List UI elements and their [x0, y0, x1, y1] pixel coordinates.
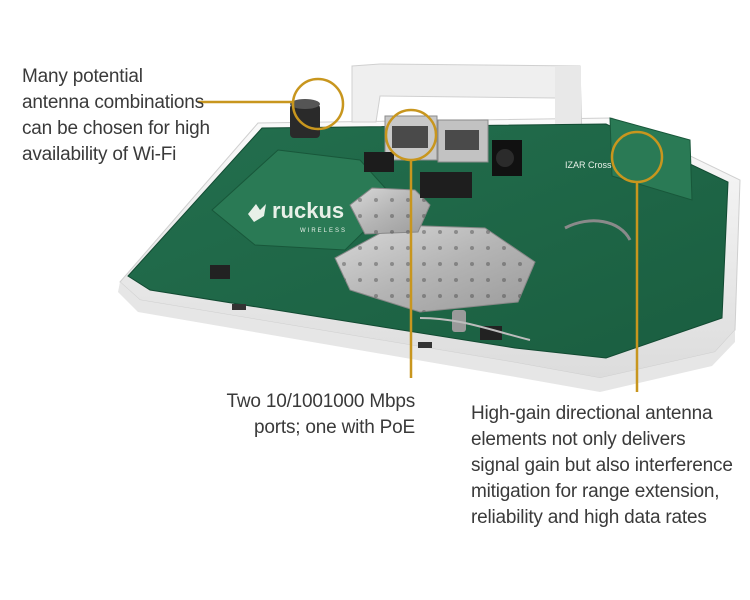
callout-line: reliability and high data rates	[471, 507, 707, 528]
brand-logo: ruckus	[272, 198, 344, 223]
dog-logo-icon	[248, 204, 266, 222]
chip-1	[364, 152, 394, 172]
callout-directional-antenna: High-gain directional antenna elements n…	[471, 401, 733, 531]
callout-annotations	[198, 77, 664, 392]
callout-line: Two 10/1001000 Mbps	[226, 391, 416, 412]
power-jack-socket	[496, 149, 514, 167]
chip-2	[420, 172, 472, 198]
casing-slot-2	[418, 342, 432, 348]
callout-circle-antennas	[291, 77, 345, 131]
callout-line: antenna combinations	[22, 92, 204, 113]
callout-line: signal gain but also interference	[471, 455, 733, 476]
ethernet-port-2-opening	[445, 130, 479, 150]
brand-logo-subtext: WIRELESS	[300, 228, 347, 234]
callout-line: can be chosen for high	[22, 118, 210, 139]
callout-line: availability of Wi-Fi	[22, 144, 177, 165]
callout-antenna-combinations: Many potential antenna combinations can …	[22, 64, 210, 168]
callout-line: ports; one with PoE	[254, 417, 415, 438]
header-pins-left	[210, 265, 502, 340]
callout-line: elements not only delivers	[471, 429, 686, 450]
callout-line: mitigation for range extension,	[471, 481, 720, 502]
ethernet-port-1-opening	[392, 126, 428, 148]
callout-ethernet-ports: Two 10/1001000 Mbps ports; one with PoE	[214, 389, 416, 441]
coax-cable	[564, 219, 632, 241]
antenna-board-label: IZAR Cross	[565, 160, 612, 170]
casing-slot-1	[232, 304, 246, 310]
antenna-wire	[419, 317, 531, 341]
callout-line: High-gain directional antenna	[471, 403, 713, 424]
callout-line: Many potential	[22, 66, 143, 87]
